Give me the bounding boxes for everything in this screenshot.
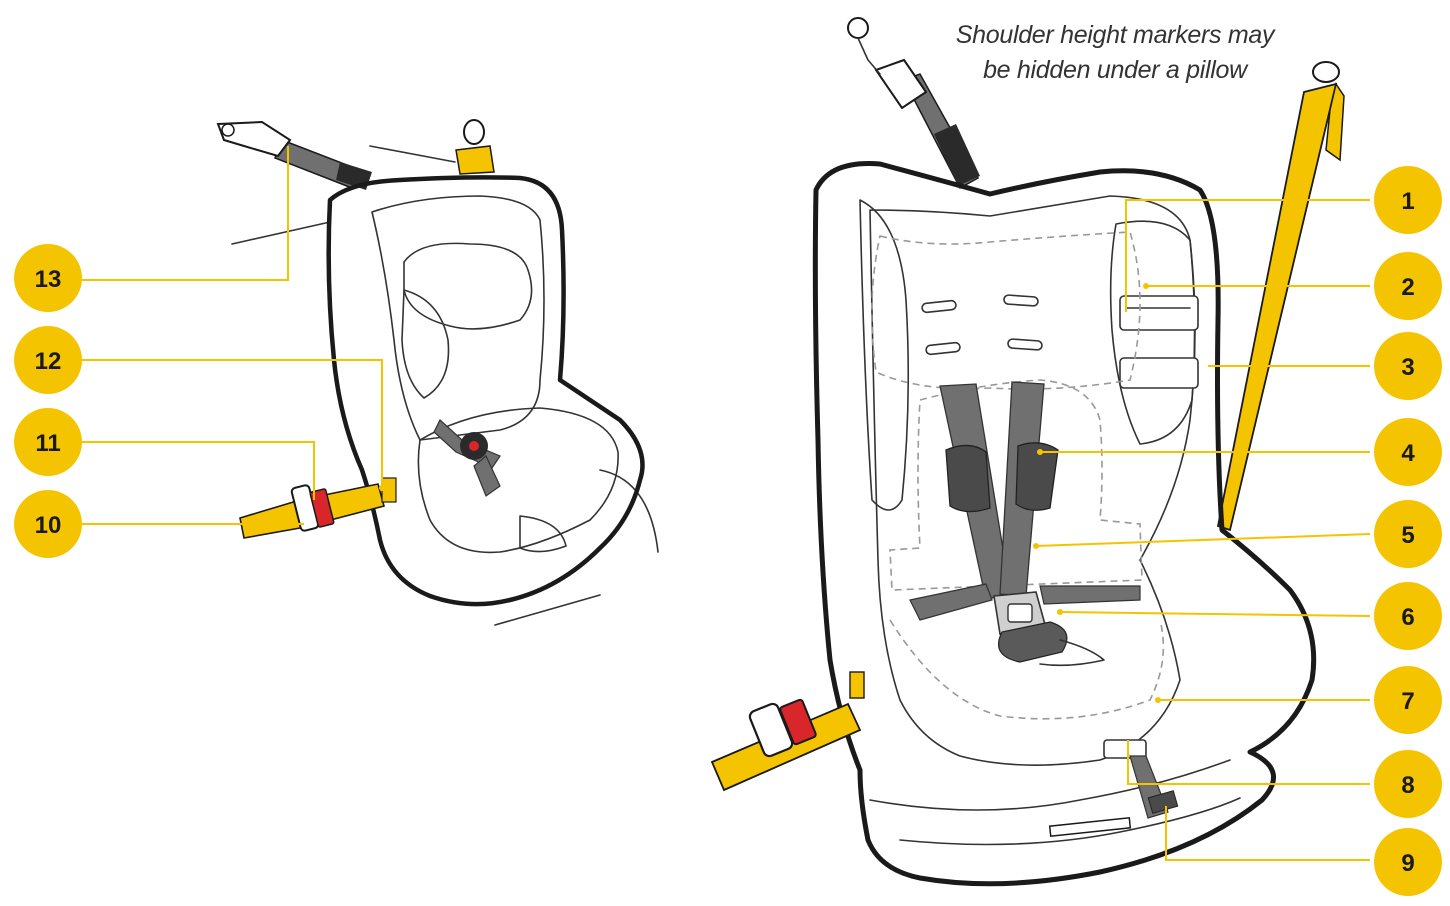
callout-label: 8 bbox=[1401, 772, 1414, 799]
pillow-outline bbox=[872, 232, 1140, 389]
leader-lines bbox=[82, 146, 1370, 860]
callout-label: 9 bbox=[1401, 850, 1414, 877]
leader-8 bbox=[1128, 740, 1370, 784]
harness-adjuster bbox=[1104, 740, 1146, 758]
callout-label: 13 bbox=[35, 266, 62, 293]
caption-line-1: Shoulder height markers may bbox=[905, 18, 1325, 53]
callout-badge-1: 1 bbox=[1374, 166, 1442, 234]
callout-label: 1 bbox=[1401, 188, 1414, 215]
callout-badge-10: 10 bbox=[14, 490, 82, 558]
side-wing bbox=[1111, 221, 1195, 444]
callout-label: 10 bbox=[35, 512, 62, 539]
callout-badge-13: 13 bbox=[14, 244, 82, 312]
callout-label: 3 bbox=[1401, 354, 1414, 381]
callout-badge-8: 8 bbox=[1374, 750, 1442, 818]
callout-label: 12 bbox=[35, 348, 62, 375]
harness-slots bbox=[922, 295, 1043, 355]
belt-guide bbox=[850, 672, 864, 698]
vehicle-sash-belt bbox=[1218, 84, 1336, 530]
callout-badge-4: 4 bbox=[1374, 418, 1442, 486]
right-car-seat bbox=[712, 18, 1344, 884]
leader-11 bbox=[82, 442, 314, 500]
callout-badge-11: 11 bbox=[14, 408, 82, 476]
vehicle-seat-edge-top bbox=[370, 146, 455, 162]
side-pillow bbox=[402, 290, 449, 398]
vehicle-seat-edge bbox=[232, 222, 330, 244]
shoulder-height-marker-upper bbox=[1120, 296, 1198, 330]
pillow-caption: Shoulder height markers may be hidden un… bbox=[905, 18, 1325, 88]
callout-badge-3: 3 bbox=[1374, 332, 1442, 400]
callout-label: 2 bbox=[1401, 274, 1414, 301]
top-tether-adjuster bbox=[934, 124, 980, 186]
callout-badge-7: 7 bbox=[1374, 666, 1442, 734]
headrest bbox=[404, 243, 532, 329]
shoulder-height-marker-lower bbox=[1120, 358, 1198, 388]
callout-label: 6 bbox=[1401, 604, 1414, 631]
callout-badge-6: 6 bbox=[1374, 582, 1442, 650]
callout-label: 4 bbox=[1401, 440, 1415, 467]
left-car-seat bbox=[218, 120, 658, 625]
leader-5 bbox=[1036, 534, 1370, 546]
leader-13 bbox=[82, 146, 288, 280]
callout-badge-5: 5 bbox=[1374, 500, 1442, 568]
leader-6 bbox=[1060, 612, 1370, 616]
anchor-point bbox=[464, 120, 484, 144]
callout-badge-12: 12 bbox=[14, 326, 82, 394]
seat-shell bbox=[815, 164, 1313, 884]
seat-shell bbox=[329, 177, 643, 604]
callout-badge-2: 2 bbox=[1374, 252, 1442, 320]
callout-badge-9: 9 bbox=[1374, 828, 1442, 896]
callout-label: 5 bbox=[1401, 522, 1414, 549]
callout-label: 11 bbox=[35, 430, 60, 457]
shoulder-pad-left bbox=[946, 445, 990, 511]
anchor-strap bbox=[456, 146, 494, 174]
callout-label: 7 bbox=[1401, 688, 1414, 715]
caption-line-2: be hidden under a pillow bbox=[905, 53, 1325, 88]
